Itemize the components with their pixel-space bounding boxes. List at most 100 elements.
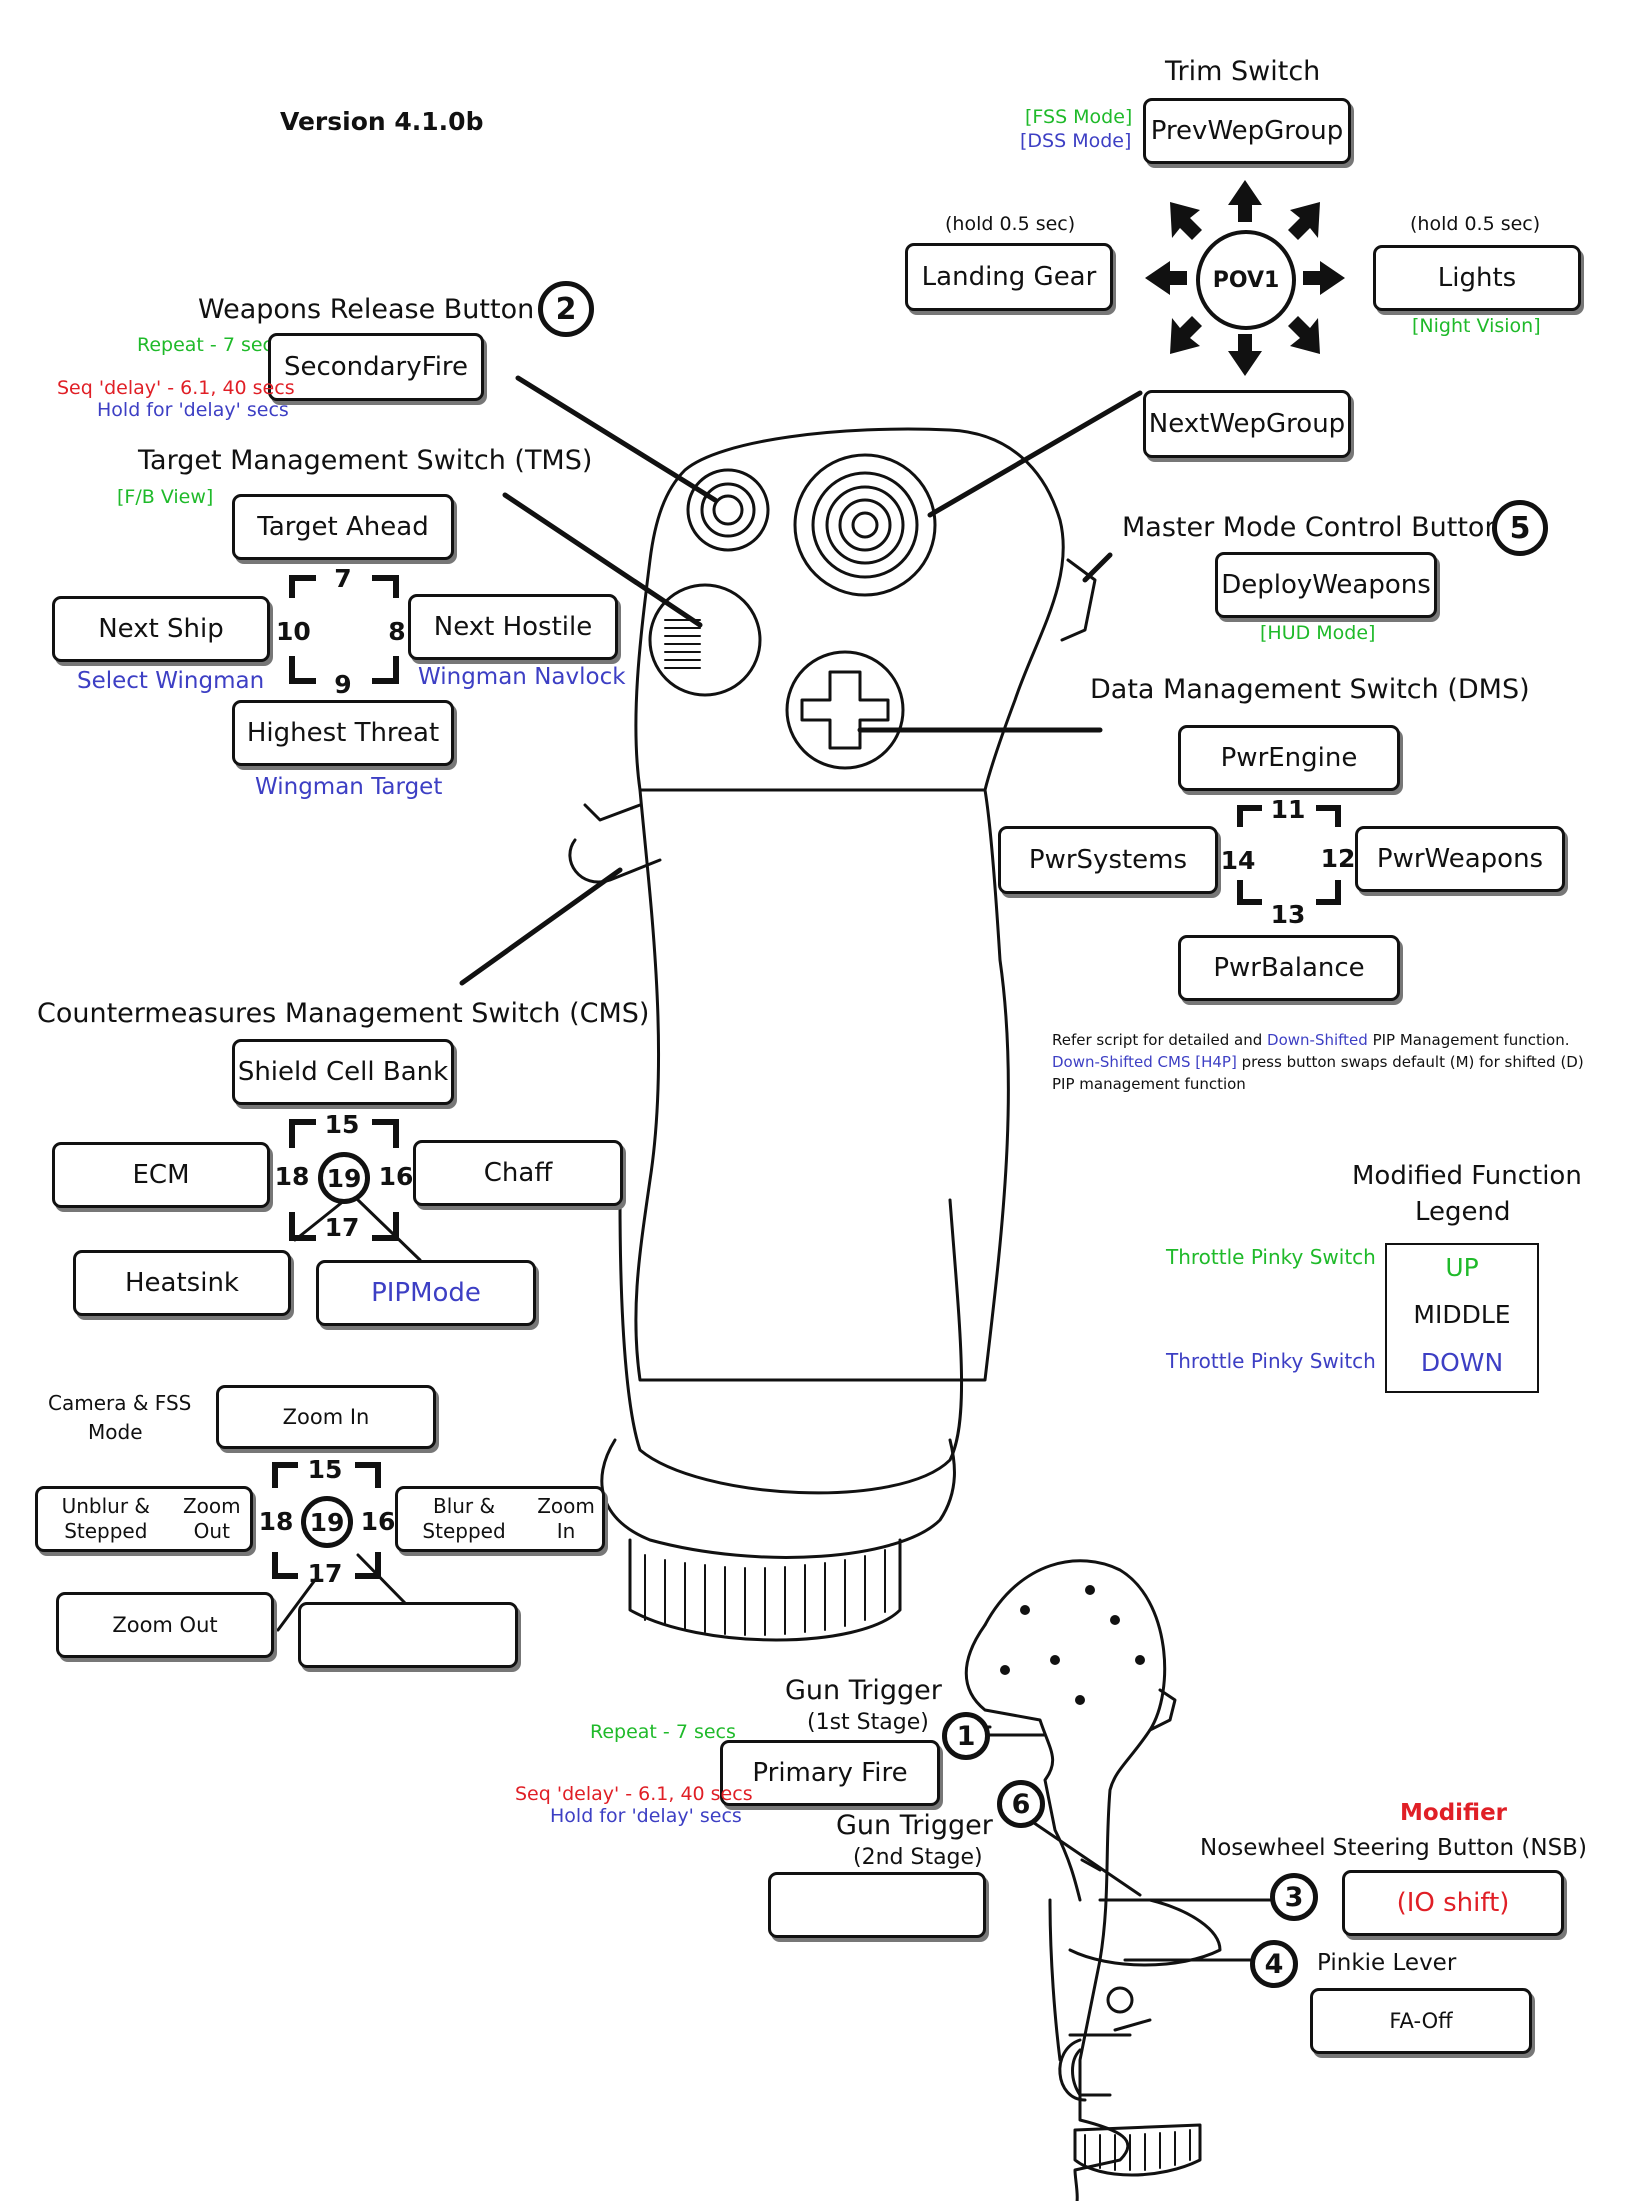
trim-left-box: Landing Gear [905, 243, 1113, 311]
legend-box: UP MIDDLE DOWN [1385, 1243, 1539, 1393]
legend-middle: MIDDLE [1413, 1300, 1511, 1329]
trim-up-box: PrevWepGroup [1143, 98, 1351, 164]
pinkie-number: 4 [1250, 1940, 1298, 1988]
weapons-release-title: Weapons Release Button [198, 294, 535, 325]
cms-number-down: 17 [324, 1213, 360, 1242]
trim-right-box: Lights [1373, 245, 1581, 311]
legend-down: DOWN [1420, 1348, 1504, 1377]
fa-off-box: FA-Off [1310, 1988, 1532, 2054]
cms-number-right: 16 [378, 1162, 414, 1191]
primary-fire-box: Primary Fire [720, 1740, 940, 1806]
dms-number-up: 11 [1270, 795, 1306, 824]
gun-trigger-seq: Seq 'delay' - 6.1, 40 secs [515, 1783, 753, 1805]
gun-trigger-sub-2: (2nd Stage) [853, 1845, 983, 1870]
gun-trigger-title-1: Gun Trigger [785, 1675, 942, 1706]
version-label: Version 4.1.0b [280, 107, 484, 136]
gun-trigger-stage2-box [768, 1872, 986, 1938]
weapons-release-seq: Seq 'delay' - 6.1, 40 secs [57, 377, 295, 399]
cms-title: Countermeasures Management Switch (CMS) [37, 998, 650, 1029]
dms-note-line2: Down-Shifted CMS [H4P] press button swap… [1052, 1053, 1584, 1071]
legend-title-line1: Modified Function [1352, 1161, 1582, 1191]
dms-number-down: 13 [1270, 900, 1306, 929]
cms-number-press: 19 [318, 1152, 370, 1204]
dms-note-line3: PIP management function [1052, 1075, 1246, 1093]
nsb-title: Nosewheel Steering Button (NSB) [1200, 1835, 1587, 1861]
pov1-hat: POV1 [1196, 230, 1296, 330]
legend-up-label: Throttle Pinky Switch [1166, 1245, 1376, 1269]
side-stick-outline [983, 1559, 1167, 2201]
tms-number-right: 8 [388, 617, 406, 646]
cms-left-box: ECM [52, 1142, 270, 1208]
io-shift-box: (IO shift) [1342, 1870, 1564, 1936]
deploy-weapons-box: DeployWeapons [1215, 552, 1437, 618]
tms-number-down: 9 [334, 670, 352, 699]
dms-right-box: PwrWeapons [1355, 826, 1565, 892]
tms-number-left: 10 [276, 617, 311, 646]
camera-number-right: 16 [360, 1507, 396, 1536]
camera-title-line2: Mode [88, 1420, 143, 1444]
tms-select-wingman: Select Wingman [77, 668, 265, 694]
trim-fss-mode: [FSS Mode] [1025, 106, 1133, 128]
tms-number-up: 7 [334, 564, 352, 593]
mmc-number: 5 [1492, 500, 1548, 556]
dms-up-box: PwrEngine [1178, 725, 1400, 791]
legend-down-label: Throttle Pinky Switch [1166, 1349, 1376, 1373]
trim-title: Trim Switch [1165, 56, 1321, 87]
cms-right-box: Chaff [413, 1140, 623, 1206]
nsb-number: 3 [1270, 1873, 1318, 1921]
cms-down-box: Heatsink [73, 1250, 291, 1316]
cms-up-box: Shield Cell Bank [232, 1039, 454, 1105]
knurled-ring [628, 1538, 902, 1642]
camera-press-box [298, 1602, 518, 1668]
camera-number-press: 19 [301, 1496, 353, 1548]
cms-press-box: PIPMode [316, 1260, 536, 1326]
tms-left-box: Next Ship [52, 596, 270, 662]
trim-dss-mode: [DSS Mode] [1020, 130, 1132, 152]
gun-trigger-title-2: Gun Trigger [836, 1810, 993, 1841]
legend-title-line2: Legend [1415, 1197, 1511, 1227]
stick-grip-outline [634, 788, 1010, 1382]
camera-up-box: Zoom In [216, 1385, 436, 1449]
tms-down-box: Highest Threat [232, 700, 454, 766]
trim-left-hold: (hold 0.5 sec) [945, 213, 1076, 235]
dms-note-line1: Refer script for detailed and Down-Shift… [1052, 1031, 1570, 1049]
dms-down-box: PwrBalance [1178, 935, 1400, 1001]
gun-trigger-number-6: 6 [997, 1780, 1045, 1828]
mmc-title: Master Mode Control Button [1122, 512, 1502, 543]
cms-number-left: 18 [274, 1162, 310, 1191]
weapons-release-hold: Hold for 'delay' secs [97, 399, 289, 421]
camera-number-down: 17 [307, 1559, 343, 1588]
mmc-hud-mode: [HUD Mode] [1260, 622, 1376, 644]
dms-number-right: 12 [1320, 844, 1356, 873]
gun-trigger-hold: Hold for 'delay' secs [550, 1805, 742, 1827]
camera-down-box: Zoom Out [56, 1592, 274, 1658]
camera-number-up: 15 [307, 1455, 343, 1484]
legend-up: UP [1445, 1253, 1479, 1282]
tms-wingman-navlock: Wingman Navlock [418, 664, 626, 690]
dms-number-left: 14 [1220, 846, 1256, 875]
gun-trigger-repeat: Repeat - 7 secs [590, 1721, 736, 1743]
gun-trigger-number-1: 1 [942, 1712, 990, 1760]
dms-title: Data Management Switch (DMS) [1090, 674, 1530, 705]
dms-left-box: PwrSystems [998, 826, 1218, 894]
tms-wingman-target: Wingman Target [255, 774, 443, 800]
tms-fb-view: [F/B View] [117, 486, 214, 508]
camera-number-left: 18 [258, 1507, 294, 1536]
tms-up-box: Target Ahead [232, 494, 454, 560]
modifier-label: Modifier [1400, 1800, 1508, 1826]
gun-trigger-sub-1: (1st Stage) [807, 1710, 929, 1735]
pinkie-title: Pinkie Lever [1317, 1950, 1457, 1976]
trim-night-vision: [Night Vision] [1412, 315, 1541, 337]
tms-right-box: Next Hostile [408, 594, 618, 660]
stick-base-outline [618, 1198, 964, 1495]
weapons-release-repeat: Repeat - 7 secs [137, 334, 283, 356]
camera-title-line1: Camera & FSS [48, 1391, 192, 1415]
tms-title: Target Management Switch (TMS) [138, 445, 593, 476]
secondary-fire-box: SecondaryFire [268, 333, 484, 401]
trim-down-box: NextWepGroup [1143, 390, 1351, 458]
trim-right-hold: (hold 0.5 sec) [1410, 213, 1541, 235]
cms-number-up: 15 [324, 1110, 360, 1139]
